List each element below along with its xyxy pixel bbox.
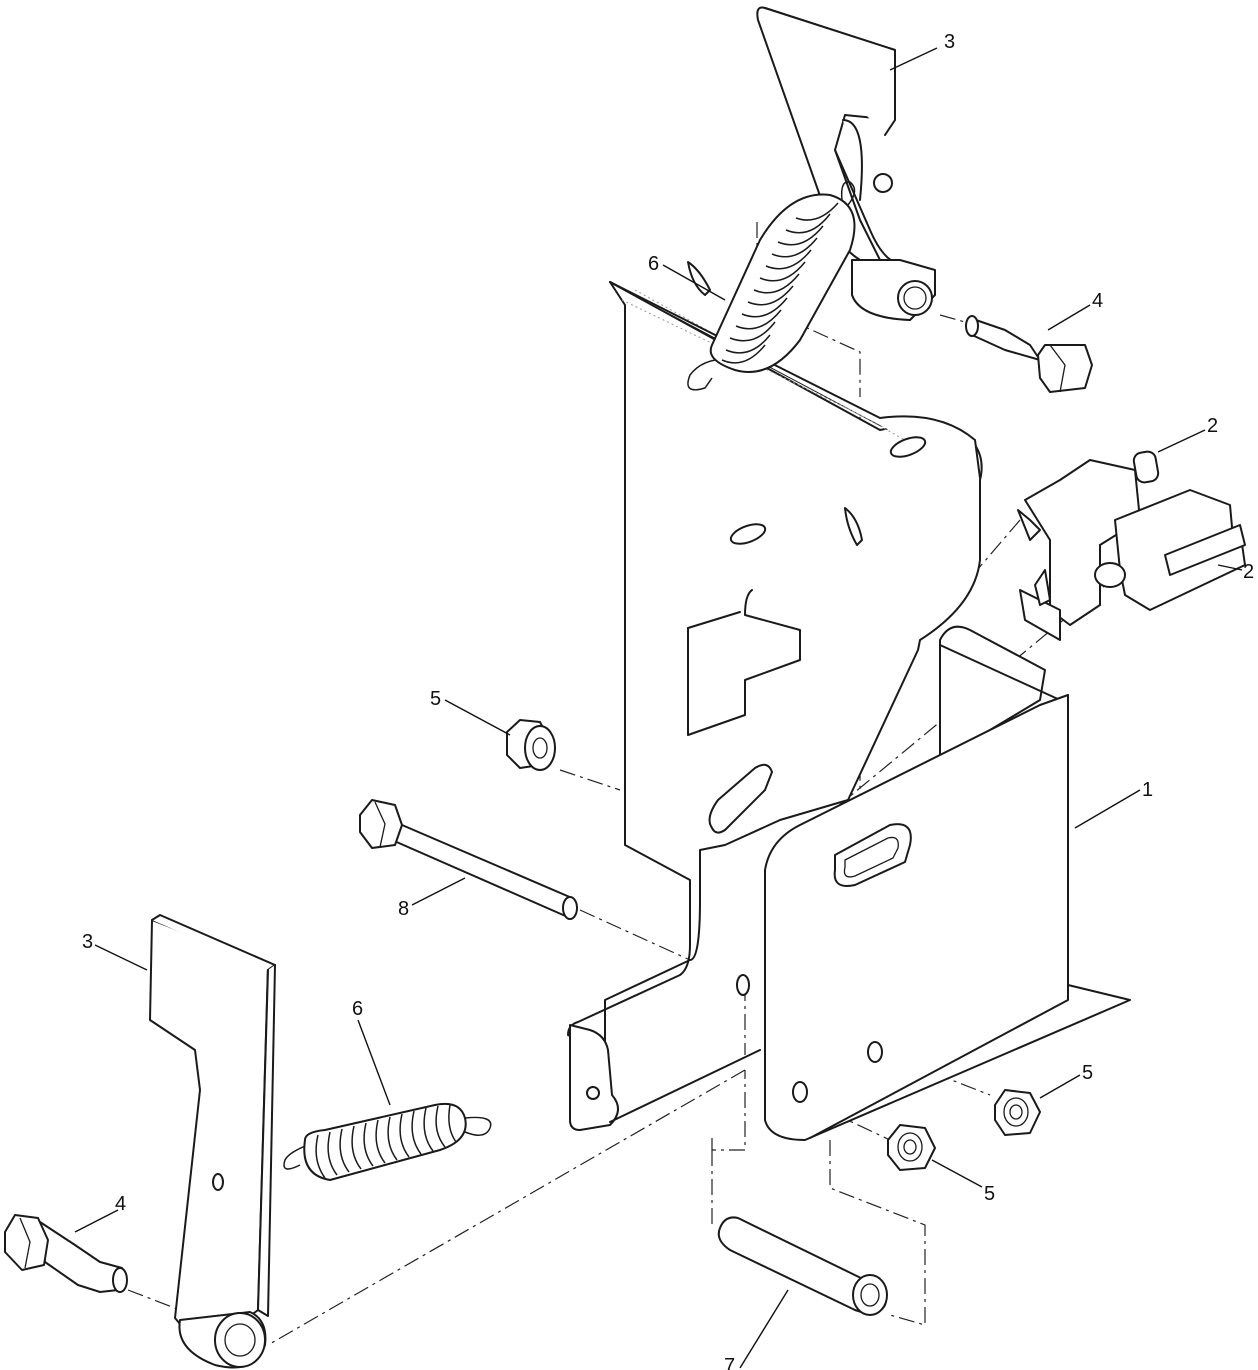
bolt-part-4-lower <box>4 1214 128 1293</box>
callout-pedal-upper: 3 <box>944 31 955 53</box>
callout-spacer: 7 <box>724 1355 735 1370</box>
callout-long-bolt: 8 <box>398 898 409 920</box>
callout-switch-upper: 2 <box>1207 415 1218 437</box>
nut-part-5-bottom <box>887 1124 936 1171</box>
callout-spring-upper: 6 <box>648 253 659 275</box>
bolt-part-4-upper <box>965 315 1093 393</box>
spacer-part-7 <box>717 1216 888 1316</box>
callout-nut-left: 5 <box>430 688 441 710</box>
bracket-part-1 <box>567 261 1131 1141</box>
callout-labels: 3 6 4 2 2 5 1 8 3 6 5 5 4 7 <box>82 31 1254 1370</box>
nut-part-5-right <box>994 1089 1041 1136</box>
callout-nut-right: 5 <box>1082 1062 1093 1084</box>
pedal-part-3-lower <box>149 914 276 1369</box>
callout-switch-lower: 2 <box>1243 561 1254 583</box>
callout-pedal-lower: 3 <box>82 931 93 953</box>
callout-bolt-upper: 4 <box>1092 290 1103 312</box>
callout-spring-lower: 6 <box>352 998 363 1020</box>
switch-part-2-upper <box>1017 450 1160 641</box>
leader-lines <box>74 47 1243 1369</box>
callout-nut-bottom: 5 <box>984 1183 995 1205</box>
long-bolt-part-8 <box>359 799 578 920</box>
nut-part-5-left <box>506 719 556 771</box>
spring-part-6-upper <box>687 181 856 391</box>
spring-part-6-lower <box>283 1102 492 1181</box>
switch-part-2-lower <box>1094 489 1246 611</box>
callout-bracket: 1 <box>1142 779 1153 801</box>
callout-bolt-lower: 4 <box>115 1193 126 1215</box>
